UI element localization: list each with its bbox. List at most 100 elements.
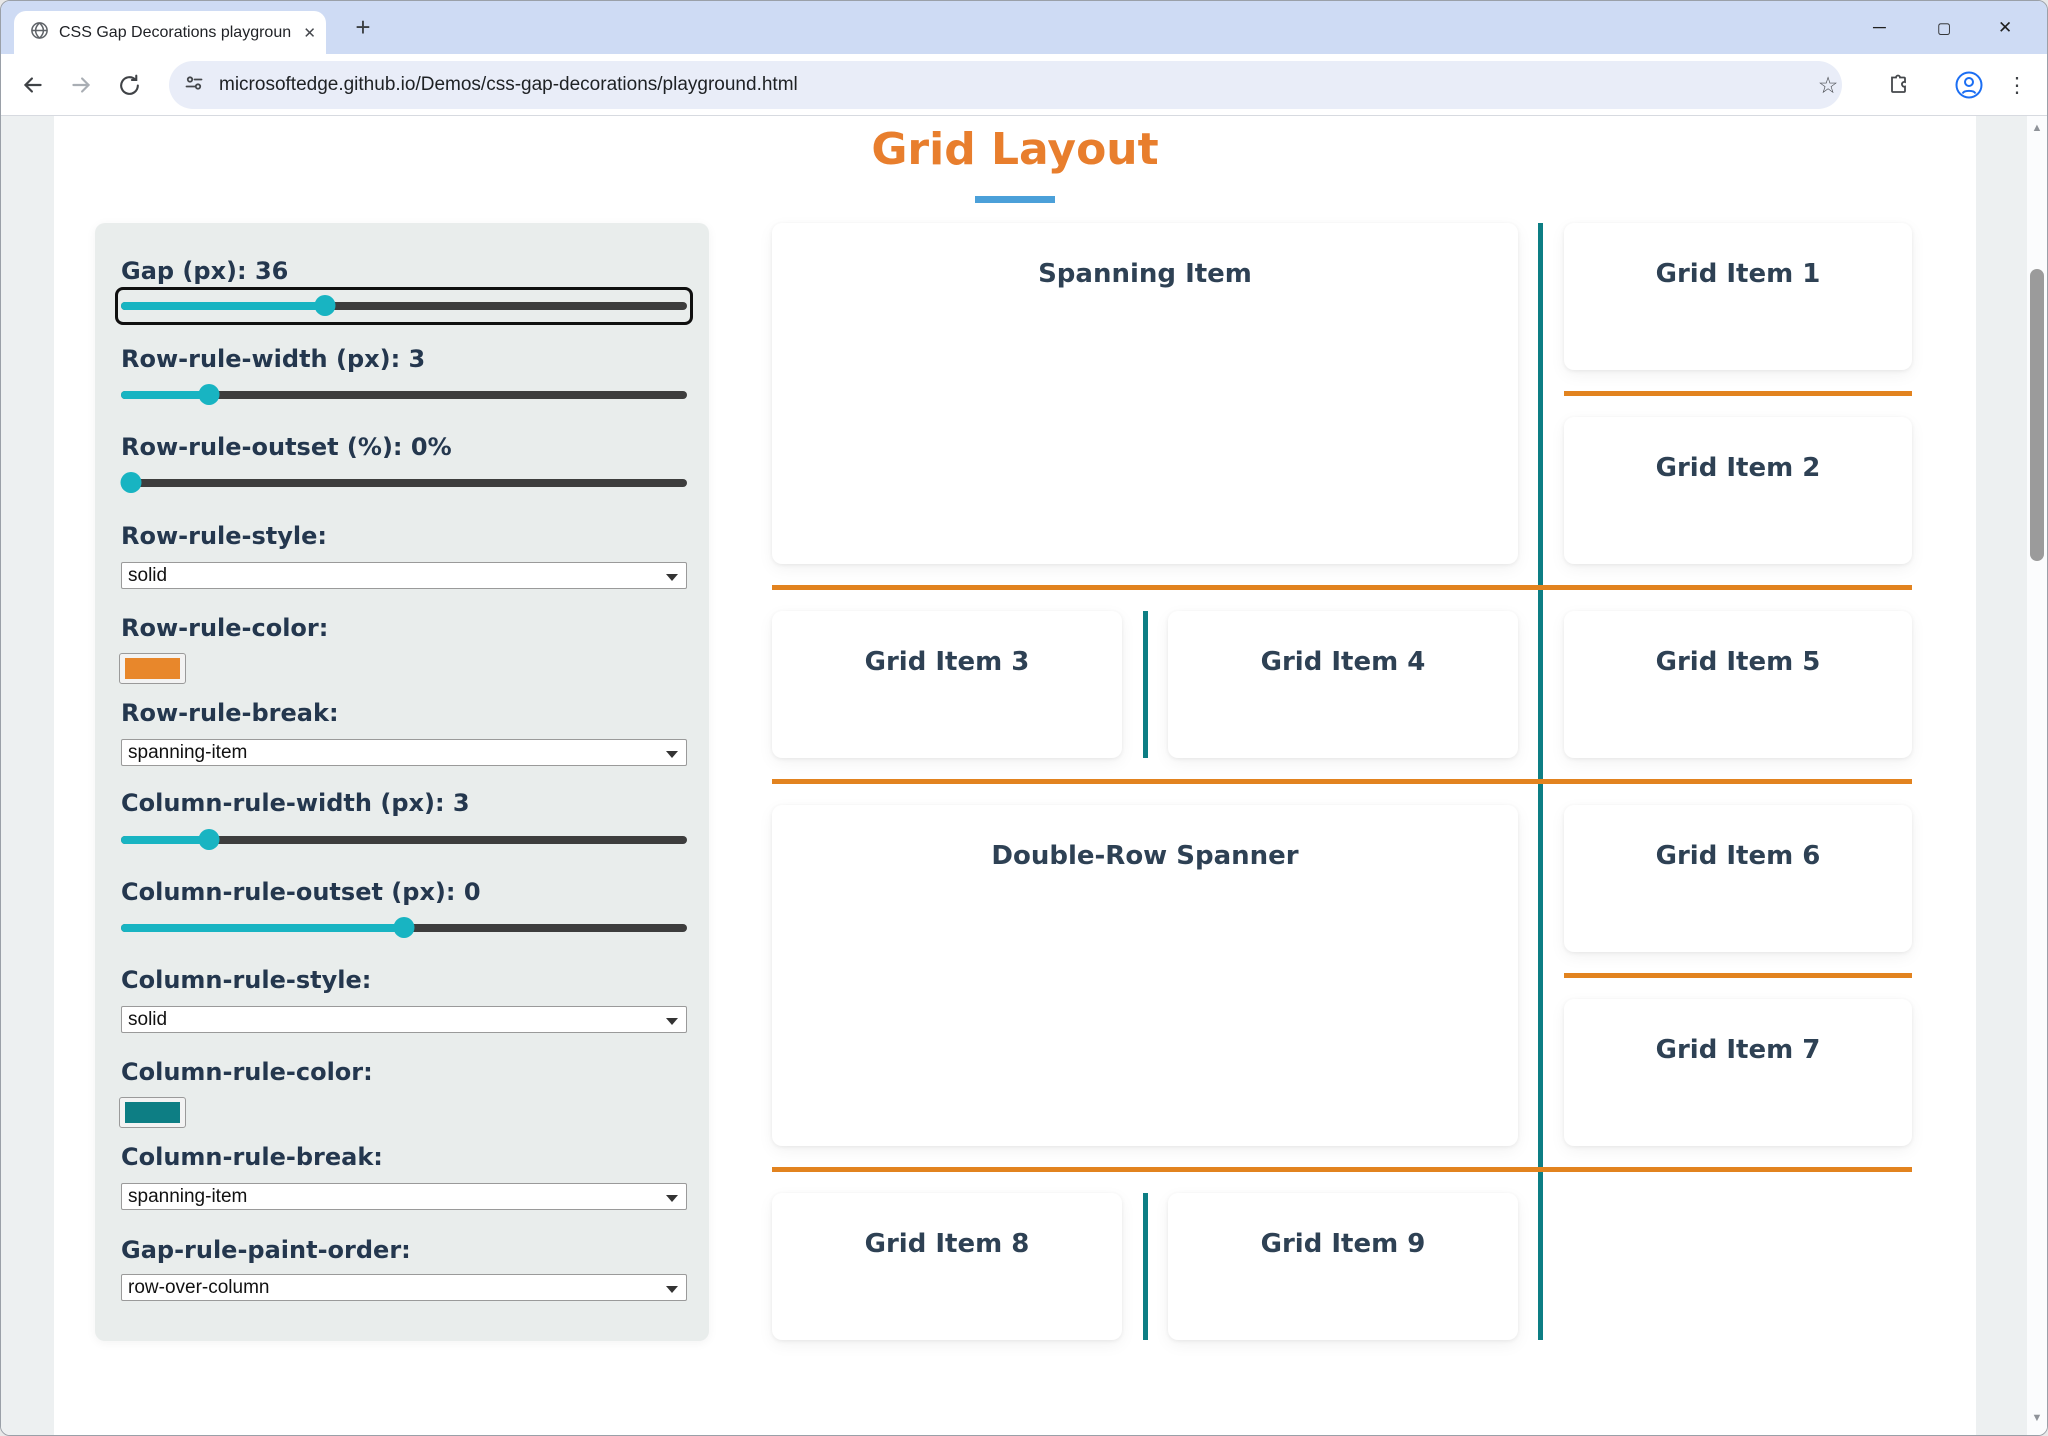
site-settings-icon[interactable] <box>183 72 205 99</box>
column-rule-outset-slider[interactable] <box>121 915 687 941</box>
extensions-icon[interactable] <box>1877 54 1921 116</box>
row-rule-style-label: Row-rule-style: <box>121 522 327 550</box>
gap-rule-paint-order-label: Gap-rule-paint-order: <box>121 1236 411 1264</box>
chevron-down-icon <box>666 574 678 581</box>
row-rule-width-label: Row-rule-width (px): 3 <box>121 345 426 373</box>
vertical-scrollbar[interactable]: ▲ ▼ <box>2027 116 2047 1435</box>
select-value: solid <box>128 1008 168 1030</box>
card-label: Grid Item 6 <box>1655 841 1821 871</box>
grid-item-7: Grid Item 7 <box>1564 999 1912 1146</box>
profile-avatar[interactable] <box>1947 54 1991 116</box>
scroll-up-icon[interactable]: ▲ <box>2031 122 2043 134</box>
window-maximize-button[interactable]: ▢ <box>1937 19 1952 37</box>
row-rule-color-label: Row-rule-color: <box>121 614 329 642</box>
slider-track[interactable] <box>121 836 687 844</box>
row-rule-segment <box>772 1167 1912 1172</box>
row-rule-color-input[interactable] <box>119 653 186 684</box>
row-rule-break-select[interactable]: spanning-item <box>121 739 687 766</box>
scroll-down-icon[interactable]: ▼ <box>2031 1412 2043 1424</box>
tab-title: CSS Gap Decorations playgroun <box>59 23 292 41</box>
browser-toolbar: microsoftedge.github.io/Demos/css-gap-de… <box>1 54 2047 154</box>
row-rule-style-select[interactable]: solid <box>121 562 687 589</box>
column-rule-color-label: Column-rule-color: <box>121 1058 373 1086</box>
card-label: Grid Item 7 <box>1655 1035 1821 1065</box>
tab-close-icon[interactable]: ✕ <box>303 24 316 42</box>
row-rule-color-swatch <box>125 658 180 679</box>
select-value: solid <box>128 564 168 586</box>
gap-slider-label: Gap (px): 36 <box>121 257 289 285</box>
slider-track[interactable] <box>121 302 687 310</box>
card-label: Grid Item 5 <box>1655 647 1821 677</box>
url-bar[interactable]: microsoftedge.github.io/Demos/css-gap-de… <box>169 61 1842 109</box>
main-content: Grid Layout Gap (px): 36 Row-rule-width … <box>54 116 1976 1435</box>
row-rule-segment <box>772 585 1912 590</box>
tab-strip: CSS Gap Decorations playgroun ✕ + ─ ▢ ✕ <box>1 1 2047 54</box>
card-label: Grid Item 4 <box>1260 647 1426 677</box>
window-minimize-button[interactable]: ─ <box>1873 17 1886 37</box>
grid-item-1: Grid Item 1 <box>1564 223 1912 370</box>
card-label: Grid Item 3 <box>864 647 1030 677</box>
slider-thumb[interactable] <box>120 472 142 493</box>
menu-icon[interactable]: ⋮ <box>2006 73 2028 97</box>
grid-item-3: Grid Item 3 <box>772 611 1122 758</box>
slider-thumb[interactable] <box>393 917 415 938</box>
scrollbar-thumb[interactable] <box>2030 269 2044 561</box>
grid-item-spanning: Spanning Item <box>772 223 1518 564</box>
column-rule-width-slider[interactable] <box>121 827 687 853</box>
slider-fill <box>121 391 209 399</box>
slider-track[interactable] <box>121 391 687 399</box>
grid-item-2: Grid Item 2 <box>1564 417 1912 564</box>
page-body: Grid Layout Gap (px): 36 Row-rule-width … <box>1 116 2047 1435</box>
slider-thumb[interactable] <box>198 384 220 405</box>
slider-thumb[interactable] <box>198 829 220 850</box>
card-label: Grid Item 8 <box>864 1229 1030 1259</box>
row-rule-segment <box>1564 391 1912 396</box>
column-rule-break-label: Column-rule-break: <box>121 1143 383 1171</box>
slider-fill <box>121 836 209 844</box>
url-text[interactable]: microsoftedge.github.io/Demos/css-gap-de… <box>219 74 798 95</box>
grid-item-5: Grid Item 5 <box>1564 611 1912 758</box>
grid-preview: Spanning Item Grid Item 1 Grid Item 2 Gr… <box>772 223 1912 1340</box>
row-rule-segment <box>772 779 1912 784</box>
column-rule-color-input[interactable] <box>119 1097 186 1128</box>
slider-fill <box>121 924 404 932</box>
reload-button[interactable] <box>107 54 151 116</box>
slider-track[interactable] <box>121 479 687 487</box>
row-rule-segment <box>1564 973 1912 978</box>
row-rule-break-label: Row-rule-break: <box>121 699 339 727</box>
gap-slider[interactable] <box>115 287 693 325</box>
column-rule-style-select[interactable]: solid <box>121 1006 687 1033</box>
chevron-down-icon <box>666 1018 678 1025</box>
card-label: Double-Row Spanner <box>991 841 1299 871</box>
back-button[interactable] <box>11 54 55 116</box>
window-close-button[interactable]: ✕ <box>1998 17 2013 37</box>
grid-item-9: Grid Item 9 <box>1168 1193 1518 1340</box>
control-panel: Gap (px): 36 Row-rule-width (px): 3 Row-… <box>95 223 709 1341</box>
grid-item-6: Grid Item 6 <box>1564 805 1912 952</box>
card-label: Spanning Item <box>1038 259 1252 289</box>
slider-fill <box>121 302 325 310</box>
bookmark-star-icon[interactable]: ☆ <box>1817 71 1839 98</box>
chevron-down-icon <box>666 751 678 758</box>
gap-rule-paint-order-select[interactable]: row-over-column <box>121 1274 687 1301</box>
page-title: Grid Layout <box>871 124 1159 175</box>
new-tab-button[interactable]: + <box>355 11 371 42</box>
card-label: Grid Item 2 <box>1655 453 1821 483</box>
select-value: row-over-column <box>128 1276 270 1298</box>
column-rule-color-swatch <box>125 1102 180 1123</box>
row-rule-outset-slider[interactable] <box>120 470 687 496</box>
grid-item-double-row-spanner: Double-Row Spanner <box>772 805 1518 1146</box>
card-label: Grid Item 9 <box>1260 1229 1426 1259</box>
title-underline <box>975 196 1055 203</box>
row-rule-width-slider[interactable] <box>121 382 687 408</box>
forward-button[interactable] <box>59 54 103 116</box>
select-value: spanning-item <box>128 741 248 763</box>
chevron-down-icon <box>666 1195 678 1202</box>
column-rule-style-label: Column-rule-style: <box>121 966 372 994</box>
select-value: spanning-item <box>128 1185 248 1207</box>
browser-tab[interactable]: CSS Gap Decorations playgroun ✕ <box>14 11 326 54</box>
slider-thumb[interactable] <box>314 295 336 316</box>
column-rule-break-select[interactable]: spanning-item <box>121 1183 687 1210</box>
column-rule-segment <box>1143 611 1148 758</box>
